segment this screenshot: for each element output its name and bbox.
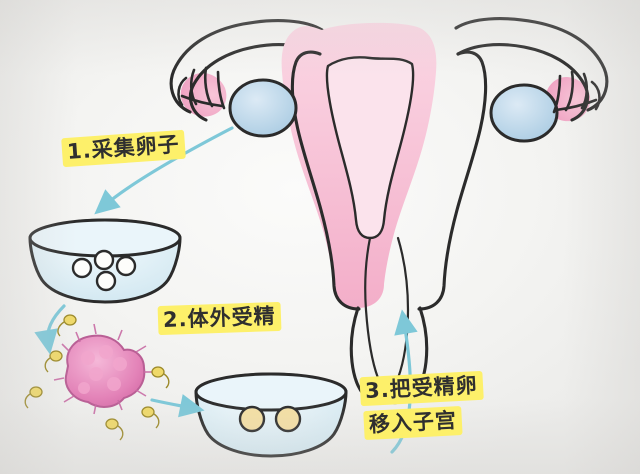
sperm-6 bbox=[151, 366, 170, 389]
egg-cells-group bbox=[71, 249, 137, 292]
ovary-left bbox=[228, 78, 298, 138]
petri-dish-with-eggs bbox=[28, 218, 182, 304]
arrow-ovary-to-dish bbox=[94, 126, 234, 215]
arrow-embryo-to-dish2 bbox=[150, 394, 205, 418]
ovary-right bbox=[489, 83, 559, 143]
fimbria-detail-left bbox=[177, 66, 226, 110]
label-step-2-text: 2.体外受精 bbox=[157, 301, 282, 336]
embryo-cells-group bbox=[238, 405, 302, 433]
sperm-4 bbox=[105, 418, 124, 441]
label-step-3: 3.把受精卵 移入子宫 bbox=[359, 370, 486, 441]
sperm-cells bbox=[24, 314, 170, 441]
fimbria-detail-right bbox=[552, 70, 601, 114]
label-step-2: 2.体外受精 bbox=[157, 301, 282, 336]
label-step-3-text-line2: 移入子宫 bbox=[363, 406, 463, 441]
arrow-dish-to-embryo bbox=[34, 304, 66, 355]
sperm-5 bbox=[141, 406, 160, 429]
petri-dish-with-embryos bbox=[194, 372, 348, 458]
sperm-3 bbox=[24, 386, 43, 409]
embryo-cluster bbox=[53, 323, 154, 415]
sperm-1 bbox=[57, 314, 77, 337]
label-step-3-text-line1: 3.把受精卵 bbox=[359, 370, 484, 407]
uterus-and-ovaries bbox=[169, 17, 609, 405]
